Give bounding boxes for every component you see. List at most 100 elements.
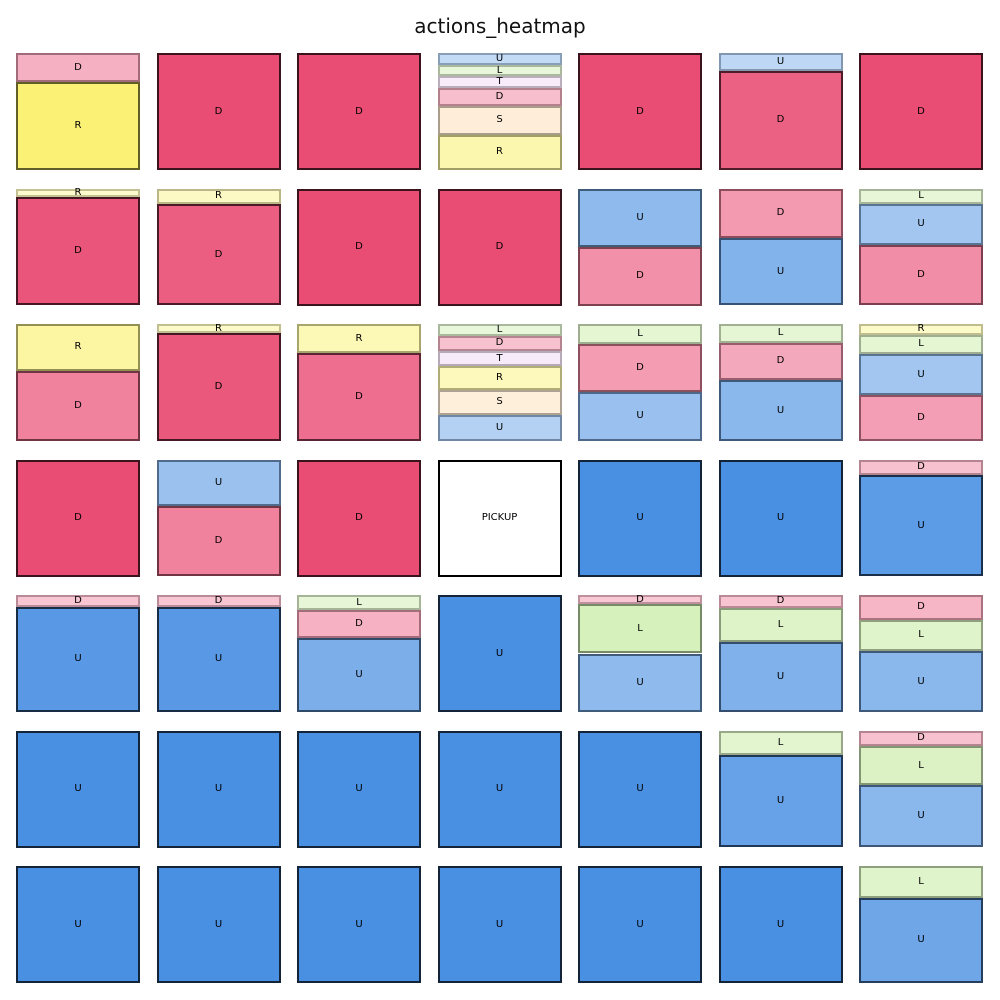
segment-label: D <box>74 512 82 523</box>
segment-label: U <box>495 647 504 659</box>
heatmap-segment <box>859 785 983 848</box>
segment-label: U <box>636 512 644 523</box>
heatmap-cell: PICKUP <box>437 459 562 577</box>
segment-label: T <box>496 76 503 88</box>
heatmap-segment <box>578 391 702 441</box>
heatmap-segment <box>16 606 140 712</box>
segment-label: L <box>637 622 643 634</box>
segment-label: PICKUP <box>481 512 518 523</box>
heatmap-segment <box>297 188 421 306</box>
segment-label: U <box>636 783 644 794</box>
segment-label: U <box>776 918 785 930</box>
segment-label: L <box>637 327 643 339</box>
heatmap-segment <box>437 366 562 390</box>
heatmap-segment <box>437 105 562 135</box>
heatmap-segment <box>578 188 702 247</box>
heatmap-cell: D <box>578 53 702 170</box>
segment-label: R <box>215 190 222 202</box>
heatmap-segment <box>578 866 702 983</box>
segment-label: U <box>74 783 82 794</box>
segment-label: D <box>74 399 82 411</box>
heatmap-segment <box>437 88 562 106</box>
heatmap-segment <box>156 459 281 507</box>
heatmap-segment <box>578 595 702 605</box>
segment-label: D <box>355 391 363 403</box>
heatmap-segment <box>859 188 983 204</box>
heatmap-segment <box>718 866 843 983</box>
heatmap-segment <box>859 53 983 170</box>
segment-label: U <box>495 52 504 64</box>
heatmap-segment <box>156 606 281 712</box>
segment-label: U <box>776 404 785 416</box>
segment-label: R <box>74 186 82 198</box>
heatmap-cell: D <box>156 53 281 170</box>
segment-label: U <box>214 476 223 488</box>
heatmap-segment <box>16 53 140 83</box>
heatmap-segment <box>578 730 702 848</box>
segment-label: U <box>776 265 785 277</box>
segment-label: S <box>496 396 503 408</box>
heatmap-segment <box>859 897 983 983</box>
segment-label: R <box>355 332 363 344</box>
heatmap-segment <box>437 595 562 712</box>
segment-label: D <box>214 535 223 547</box>
heatmap-segment <box>578 343 702 392</box>
heatmap-segment <box>156 53 281 170</box>
segment-label: U <box>74 653 82 665</box>
heatmap-segment <box>156 324 281 334</box>
heatmap-cell: D <box>297 459 421 577</box>
heatmap-segment <box>297 730 421 848</box>
segment-label: D <box>495 241 504 252</box>
heatmap-segment <box>578 604 702 654</box>
heatmap-segment <box>578 459 702 577</box>
heatmap-segment <box>156 333 281 441</box>
heatmap-segment <box>859 745 983 786</box>
segment-label: D <box>917 269 925 281</box>
segment-label: D <box>214 105 223 117</box>
segment-label: D <box>917 105 925 117</box>
segment-label: R <box>215 322 222 334</box>
segment-label: D <box>74 245 82 257</box>
segment-label: R <box>74 341 82 353</box>
segment-label: D <box>636 105 644 117</box>
heatmap-segment <box>437 730 562 848</box>
heatmap-cell: U <box>156 730 281 848</box>
segment-label: U <box>776 55 785 67</box>
heatmap-segment <box>16 866 140 983</box>
heatmap-segment <box>156 730 281 848</box>
segment-label: U <box>917 810 925 822</box>
heatmap-segment <box>437 866 562 983</box>
segment-label: D <box>776 114 785 126</box>
heatmap-segment <box>859 203 983 245</box>
segment-label: U <box>355 669 363 681</box>
heatmap-segment <box>718 380 843 441</box>
segment-label: L <box>918 190 924 202</box>
segment-label: D <box>214 248 223 260</box>
segment-label: D <box>74 594 82 606</box>
heatmap-cell: D <box>297 53 421 170</box>
heatmap-segment <box>718 53 843 71</box>
heatmap-segment <box>16 730 140 848</box>
segment-label: S <box>496 114 503 126</box>
heatmap-segment <box>297 459 421 577</box>
heatmap-segment <box>859 459 983 475</box>
heatmap-segment <box>437 64 562 77</box>
segment-label: U <box>917 675 925 687</box>
heatmap-segment <box>437 324 562 336</box>
heatmap-segment <box>859 354 983 396</box>
heatmap-cell: D <box>16 459 140 577</box>
segment-label: U <box>355 918 363 930</box>
segment-label: L <box>918 875 924 887</box>
